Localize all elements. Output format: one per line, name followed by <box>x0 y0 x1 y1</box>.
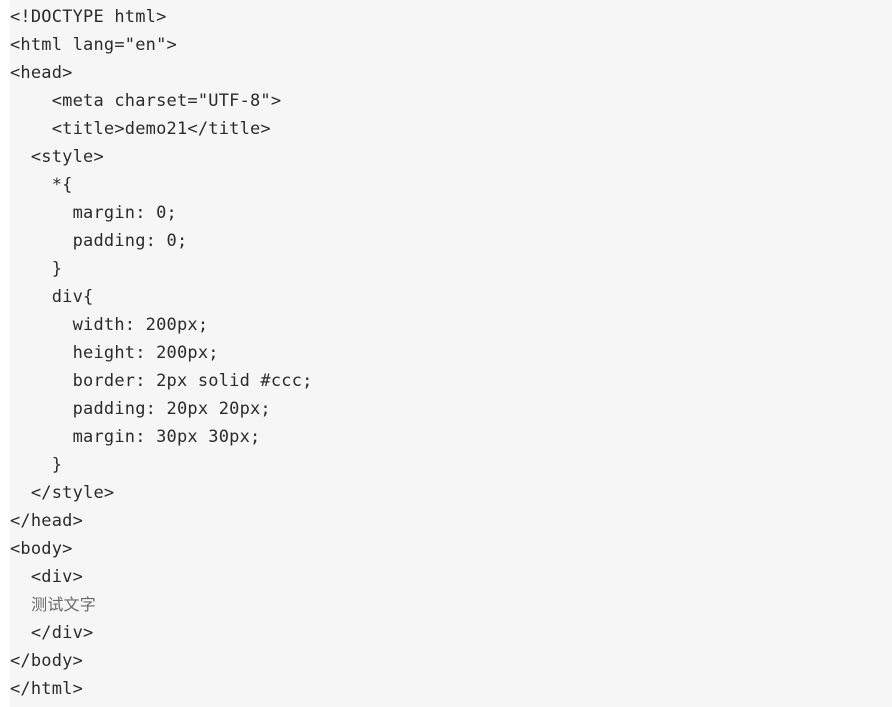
code-line: <!DOCTYPE html> <box>10 7 167 27</box>
code-line: </style> <box>10 483 115 503</box>
code-line: margin: 0; <box>10 203 177 223</box>
code-line: } <box>10 455 63 475</box>
code-line: </div> <box>10 623 94 643</box>
code-line: </head> <box>10 511 84 531</box>
code-line: } <box>10 259 63 279</box>
code-line: padding: 20px 20px; <box>10 399 271 419</box>
code-line: height: 200px; <box>10 343 219 363</box>
code-line: </body> <box>10 651 84 671</box>
code-line: <meta charset="UTF-8"> <box>10 91 282 111</box>
code-line: margin: 30px 30px; <box>10 427 261 447</box>
code-line: <style> <box>10 147 104 167</box>
code-line: *{ <box>10 175 73 195</box>
code-line: <div> <box>10 567 84 587</box>
code-line-text-content: 测试文字 <box>10 595 96 614</box>
code-line: width: 200px; <box>10 315 209 335</box>
code-line: </html> <box>10 679 84 699</box>
code-line: padding: 0; <box>10 231 188 251</box>
code-line: <html lang="en"> <box>10 35 177 55</box>
code-block: <!DOCTYPE html> <html lang="en"> <head> … <box>10 0 892 707</box>
code-line: <body> <box>10 539 73 559</box>
code-line: border: 2px solid #ccc; <box>10 371 313 391</box>
code-line: div{ <box>10 287 94 307</box>
code-line: <title>demo21</title> <box>10 119 271 139</box>
code-line: <head> <box>10 63 73 83</box>
